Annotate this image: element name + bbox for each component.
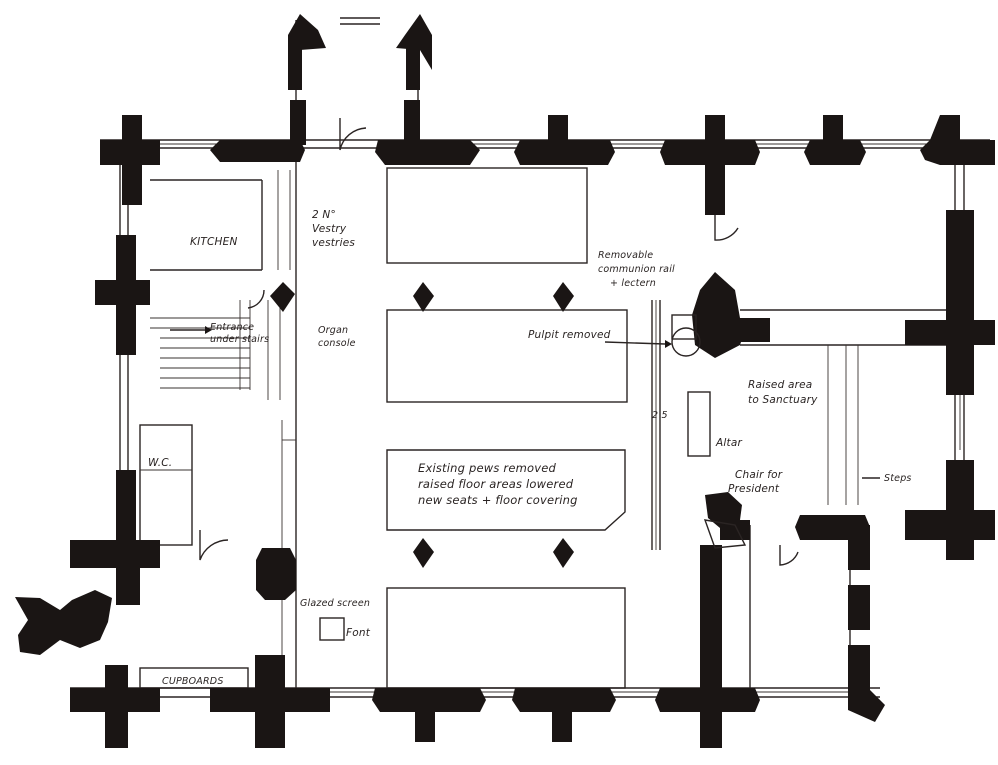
- label-glazed-screen: Glazed screen: [300, 598, 370, 609]
- fittings: [170, 118, 880, 641]
- label-dimension: 2 5: [652, 410, 668, 421]
- sanctuary-pier: [692, 272, 745, 358]
- label-vestries-3: vestries: [312, 237, 355, 249]
- label-communion-3: + lectern: [610, 278, 656, 289]
- label-kitchen: KITCHEN: [190, 236, 238, 248]
- altar: [687, 391, 711, 457]
- label-steps: Steps: [884, 473, 912, 484]
- porch-shape: [15, 590, 112, 655]
- label-vestries-1: 2 N°: [312, 209, 336, 221]
- pier-top-mid: [660, 115, 760, 215]
- label-cupboards: CUPBOARDS: [162, 676, 224, 687]
- label-chair-2: President: [728, 483, 780, 495]
- pew-block-2: [386, 309, 628, 403]
- pew-block-3: [386, 449, 626, 531]
- pew-areas: [386, 167, 628, 689]
- pier-top-right: [920, 115, 995, 165]
- label-organ-1: Organ: [318, 325, 348, 336]
- label-altar: Altar: [715, 437, 742, 449]
- pulpit: [671, 327, 701, 357]
- label-entrance-2: under stairs: [210, 334, 269, 345]
- label-raised-2: to Sanctuary: [748, 394, 818, 406]
- label-entrance-1: Entrance: [210, 322, 254, 333]
- label-pews-3: new seats + floor covering: [418, 493, 578, 507]
- walls-solid: [15, 14, 995, 748]
- label-chair-1: Chair for: [735, 469, 783, 481]
- pier-top-left: [100, 115, 160, 205]
- label-vestries-2: Vestry: [312, 223, 347, 235]
- label-organ-2: console: [318, 338, 356, 349]
- label-wc: W.C.: [148, 457, 172, 469]
- tower-left-corner: [288, 14, 326, 70]
- pew-block-1: [386, 167, 588, 264]
- label-raised-1: Raised area: [748, 379, 812, 391]
- pier-bottom-mid: [655, 545, 760, 748]
- label-font: Font: [346, 627, 371, 639]
- pew-block-4: [386, 587, 626, 689]
- label-communion-2: communion rail: [598, 264, 675, 275]
- label-pews-2: raised floor areas lowered: [418, 477, 574, 491]
- annotations: KITCHEN W.C. CUPBOARDS 2 N° Vestry vestr…: [148, 209, 912, 687]
- label-pulpit: Pulpit removed: [528, 329, 611, 341]
- pier-bottom-left: [70, 665, 160, 748]
- label-pews-1: Existing pews removed: [418, 461, 557, 475]
- label-communion-1: Removable: [598, 250, 653, 261]
- font: [319, 617, 345, 641]
